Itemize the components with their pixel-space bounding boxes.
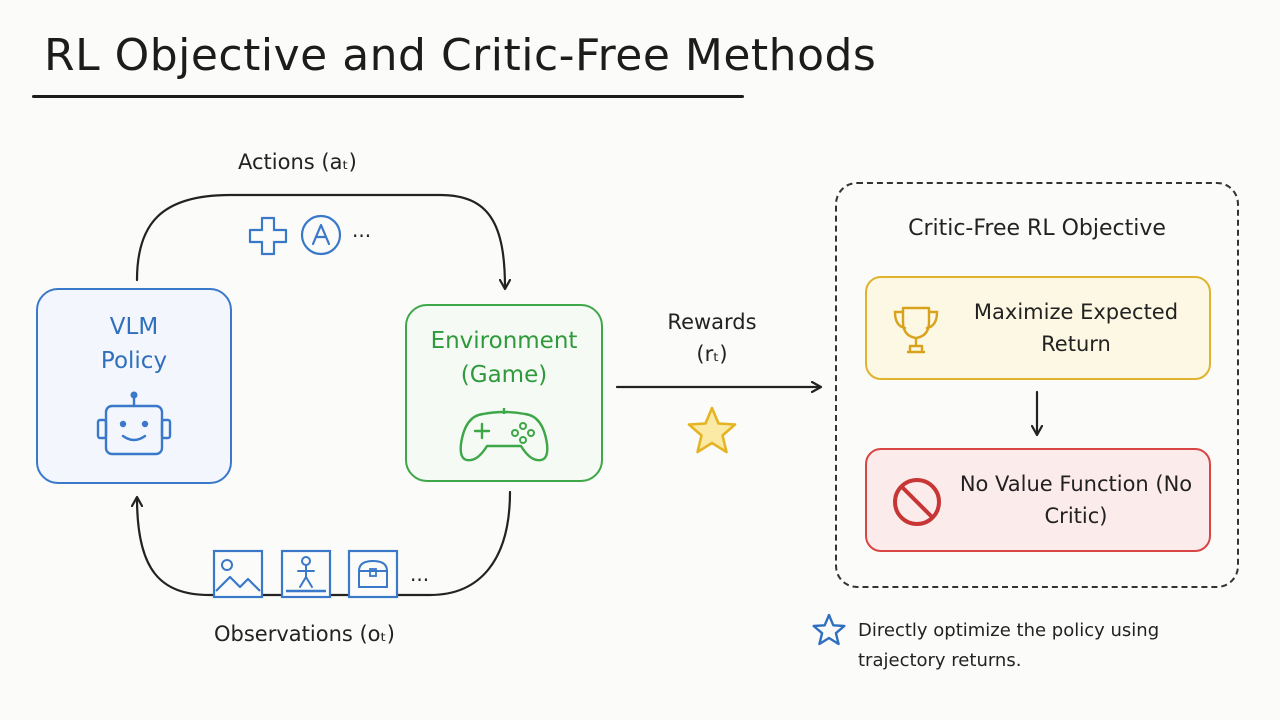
policy-box: VLM Policy [36, 288, 232, 484]
observations-label: Observations (oₜ) [214, 622, 395, 646]
prohibited-icon [893, 478, 941, 526]
actions-arrow [135, 193, 505, 288]
robot-icon [96, 391, 172, 456]
landscape-icon [212, 549, 264, 599]
dpad-icon [248, 216, 288, 256]
character-icon [280, 549, 332, 599]
gamepad-icon [459, 408, 549, 462]
actions-ellipsis: ... [352, 218, 372, 242]
critic-free-panel: Critic-Free RL Objective Maximize Expect… [835, 182, 1239, 588]
constraint-card: No Value Function (No Critic) [865, 448, 1211, 552]
environment-box: Environment (Game) [405, 304, 603, 482]
panel-title: Critic-Free RL Objective [908, 216, 1166, 241]
rewards-label: Rewards (rₜ) [667, 310, 757, 366]
observations-ellipsis: ... [410, 562, 430, 586]
objective-card-text: Maximize Expected Return [973, 300, 1179, 356]
star-icon [687, 406, 737, 454]
trophy-icon [893, 306, 939, 354]
actions-label: Actions (aₜ) [238, 150, 357, 174]
page-title: RL Objective and Critic-Free Methods [44, 30, 877, 81]
footnote: Directly optimize the policy using traje… [858, 620, 1160, 671]
a-button-icon [300, 214, 342, 256]
constraint-card-text: No Value Function (No Critic) [959, 472, 1193, 528]
environment-label: Environment (Game) [430, 328, 578, 388]
star-outline-icon [812, 613, 846, 646]
policy-label: VLM Policy [100, 314, 168, 374]
title-underline [32, 95, 744, 98]
objective-card: Maximize Expected Return [865, 276, 1211, 380]
chest-icon [347, 549, 399, 599]
